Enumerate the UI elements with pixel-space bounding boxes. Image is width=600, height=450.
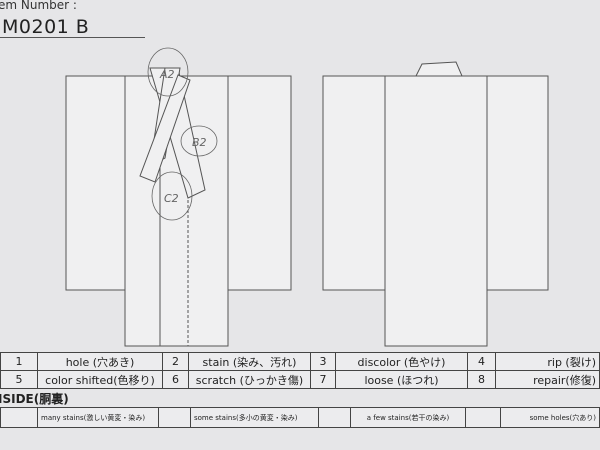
inside-label: some stains(多小の黄変・染み) [190, 407, 319, 428]
inside-row: many stains(激しい黄変・染み) some stains(多小の黄変・… [0, 407, 600, 428]
inside-checkbox-1[interactable] [0, 407, 38, 428]
legend-label: loose (ほつれ) [335, 370, 468, 389]
legend-label: repair(修復) [495, 370, 600, 389]
legend-label: discolor (色やけ) [335, 352, 468, 371]
legend-num: 6 [162, 370, 189, 389]
inside-label: some holes(穴あり) [500, 407, 600, 428]
back-left-sleeve [322, 75, 386, 291]
legend-label: rip (裂け) [495, 352, 600, 371]
inside-label: a few stains(若干の染み) [350, 407, 466, 428]
kimono-front [65, 67, 292, 347]
kimono-back [322, 61, 549, 347]
item-number-underline [0, 37, 145, 38]
legend-num: 3 [310, 352, 336, 371]
annotation-b2: B2 [192, 136, 207, 149]
legend-num: 4 [467, 352, 496, 371]
legend-row: 1 hole (穴あき) 2 stain (染み、汚れ) 3 discolor … [0, 352, 600, 371]
handwritten-marks [147, 47, 218, 221]
inside-label: many stains(激しい黄変・染み) [37, 407, 159, 428]
legend-num: 1 [0, 352, 38, 371]
inside-condition-table: many stains(激しい黄変・染み) some stains(多小の黄変・… [0, 407, 600, 428]
front-right-sleeve [227, 75, 292, 291]
annotation-a2: A2 [159, 68, 175, 81]
item-number: M0201 B [2, 16, 90, 38]
legend-label: stain (染み、汚れ) [188, 352, 311, 371]
legend-label: hole (穴あき) [37, 352, 163, 371]
inside-section-title: ISIDE(胴裏) [0, 392, 69, 406]
collar-left [139, 74, 191, 183]
kimono-diagram: A2 B2 C2 [65, 47, 549, 347]
back-collar [415, 61, 463, 77]
back-right-sleeve [486, 75, 549, 291]
legend-num: 2 [162, 352, 189, 371]
back-body [384, 75, 488, 347]
inside-checkbox-4[interactable] [465, 407, 501, 428]
inside-checkbox-3[interactable] [318, 407, 351, 428]
legend-num: 8 [467, 370, 496, 389]
front-left-sleeve [65, 75, 126, 291]
legend-label: color shifted(色移り) [37, 370, 163, 389]
legend-num: 7 [310, 370, 336, 389]
damage-legend-table: 1 hole (穴あき) 2 stain (染み、汚れ) 3 discolor … [0, 352, 600, 389]
legend-row: 5 color shifted(色移り) 6 scratch (ひっかき傷) 7… [0, 370, 600, 389]
legend-num: 5 [0, 370, 38, 389]
annotation-c2: C2 [164, 192, 179, 205]
legend-label: scratch (ひっかき傷) [188, 370, 311, 389]
item-number-label: em Number : [0, 0, 77, 12]
inside-checkbox-2[interactable] [158, 407, 191, 428]
